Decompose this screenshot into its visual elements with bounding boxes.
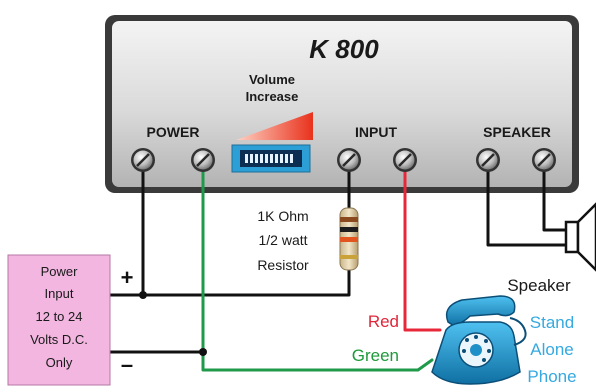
minus-sign: – <box>121 352 133 377</box>
power-box-line4: Volts D.C. <box>30 332 88 347</box>
phone-label-line1: Stand <box>530 313 574 332</box>
power-terminal-label: POWER <box>147 124 200 140</box>
power-box-line2: Input <box>45 286 74 301</box>
wire-speaker-1 <box>486 158 568 247</box>
plus-sign: + <box>121 265 134 290</box>
speaker-icon <box>564 202 596 272</box>
volume-meter <box>231 144 311 173</box>
volume-ramp-icon <box>236 112 313 140</box>
red-wire-label: Red <box>368 312 399 331</box>
screw-speaker-1-icon <box>476 148 500 172</box>
power-box-line3: 12 to 24 <box>36 309 83 324</box>
screw-input-2-icon <box>393 148 417 172</box>
speaker-label: Speaker <box>507 276 571 295</box>
power-input-box <box>7 254 111 386</box>
junction-dot-negative <box>199 348 207 356</box>
screw-power-1-icon <box>131 148 155 172</box>
screw-input-1-icon <box>337 148 361 172</box>
speaker-terminal-label: SPEAKER <box>483 124 551 140</box>
volume-label-line1: Volume <box>249 72 295 87</box>
resistor-icon <box>339 207 359 271</box>
resistor-label-line1: 1K Ohm <box>257 208 308 224</box>
screw-speaker-2-icon <box>532 148 556 172</box>
device-model-label: K 800 <box>309 34 379 64</box>
volume-label-line2: Increase <box>246 89 299 104</box>
input-terminal-label: INPUT <box>355 124 397 140</box>
wire-green <box>201 158 434 372</box>
power-box-line1: Power <box>41 264 79 279</box>
resistor-label-line2: 1/2 watt <box>258 232 307 248</box>
power-box-line5: Only <box>46 355 73 370</box>
phone-label-line2: Alone <box>530 340 573 359</box>
green-wire-label: Green <box>352 346 399 365</box>
wire-red <box>403 158 442 332</box>
junction-dot-positive <box>139 291 147 299</box>
wire-positive-rail <box>108 266 351 297</box>
screw-power-2-icon <box>191 148 215 172</box>
phone-label-line3: Phone <box>527 367 576 386</box>
telephone-icon <box>431 295 527 385</box>
device-panel <box>112 21 572 187</box>
resistor-label-line3: Resistor <box>257 257 309 273</box>
k800-device <box>105 15 579 193</box>
wire-speaker-2 <box>542 158 568 232</box>
